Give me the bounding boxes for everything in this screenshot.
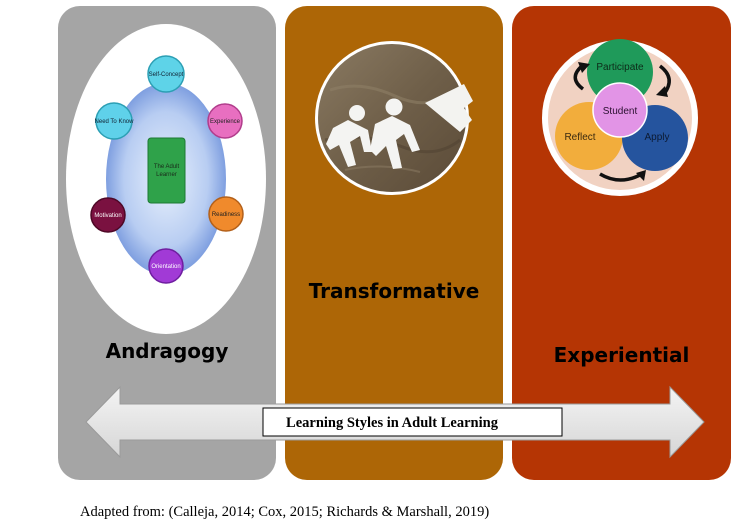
need-to-know-label: Need To Know	[95, 119, 135, 125]
readiness-label: Readiness	[212, 212, 240, 218]
cycle-arrowheads-icon	[578, 62, 668, 181]
banner-label: Learning Styles in Adult Learning	[286, 415, 499, 431]
orientation-label: Orientation	[151, 264, 180, 270]
racing-figure-icon	[370, 98, 420, 169]
reflect-label: Reflect	[564, 132, 595, 143]
experiential-title: Experiential	[553, 343, 690, 367]
transformative-image	[315, 41, 473, 195]
andragogy-title: Andragogy	[105, 339, 229, 363]
transformative-panel: Transformative	[285, 6, 503, 480]
readiness-node	[208, 196, 244, 232]
student-node	[592, 82, 648, 138]
andragogy-diagram: The Adult Learner Self-Concept Experienc…	[66, 24, 266, 334]
running-figure-icon	[326, 105, 372, 167]
self-concept-node	[147, 55, 185, 93]
banner-box	[262, 407, 563, 437]
motivation-label: Motivation	[94, 213, 121, 219]
experience-label: Experience	[210, 119, 241, 125]
need-to-know-node	[95, 102, 133, 140]
chalk-line-icon	[425, 84, 473, 132]
participate-label: Participate	[596, 62, 644, 73]
figure-caption: Adapted from: (Calleja, 2014; Cox, 2015;…	[80, 504, 490, 520]
motivation-node	[90, 197, 126, 233]
experiential-cycle: Participate Apply Reflect Student	[542, 39, 698, 196]
transformative-title: Transformative	[308, 279, 480, 303]
student-label: Student	[603, 106, 638, 117]
adult-learner-label-2: Learner	[156, 172, 177, 178]
experience-node	[207, 103, 243, 139]
self-concept-label: Self-Concept	[149, 72, 184, 78]
apply-label: Apply	[644, 132, 669, 143]
learning-styles-arrow: Learning Styles in Adult Learning	[85, 385, 705, 459]
adult-learner-label-1: The Adult	[154, 164, 180, 170]
orientation-node	[148, 248, 184, 284]
adult-learner-box	[147, 137, 186, 204]
